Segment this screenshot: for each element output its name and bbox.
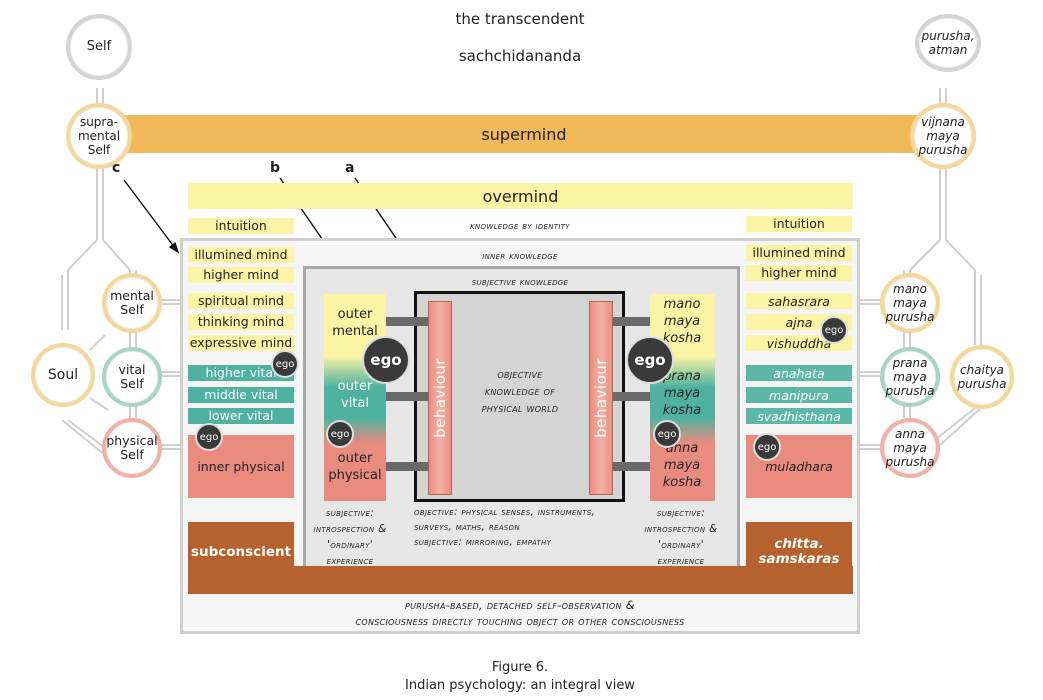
manipura-label: manipura	[746, 387, 852, 403]
behaviour-bar-right: behaviour	[589, 301, 613, 495]
purusha-atman-circle: purusha, atman	[915, 14, 981, 72]
higher-mind-right: higher mind	[746, 265, 852, 281]
overmind-bar: overmind	[188, 183, 853, 209]
behaviour-label-right: behaviour	[592, 358, 611, 438]
higher-vital-left: higher vital	[188, 365, 294, 381]
subjective-note-right: subjective: introspection & 'ordinary' e…	[644, 507, 718, 567]
illumined-mind-left: illumined mind	[188, 247, 294, 263]
ego-outer-mental: ego	[362, 336, 410, 384]
connector-vital-left	[386, 392, 430, 401]
sachchidananda-label: sachchidananda	[458, 47, 582, 65]
illumined-mind-right: illumined mind	[746, 245, 852, 261]
prana-maya-purusha-circle: prana maya purusha	[880, 347, 940, 407]
intuition-right: intuition	[746, 216, 852, 232]
objective-knowledge-label: objective knowledge of physical world	[481, 368, 559, 415]
physical-self-circle: physical Self	[102, 418, 162, 478]
physical-self-label: physical Self	[106, 433, 158, 462]
subconscient-label: subconscient	[190, 544, 292, 560]
subjective-knowledge-header: subjective knowledge	[471, 276, 569, 288]
subjective-note-left: subjective: introspection & 'ordinary' e…	[313, 507, 387, 567]
ego-kosha-vital: ego	[653, 420, 681, 448]
anna-maya-purusha-label: anna maya purusha	[885, 427, 935, 469]
soul-circle: Soul	[31, 343, 95, 407]
ego-ajna: ego	[820, 316, 848, 344]
lower-vital-left: lower vital	[188, 408, 294, 424]
ego-inner-physical: ego	[195, 423, 223, 451]
connector-physical-right	[610, 462, 650, 471]
connector-physical-left	[386, 462, 430, 471]
supermind-bar: supermind	[104, 115, 944, 153]
connector-mental-right	[610, 317, 650, 326]
sahasrara-label: sahasrara	[746, 293, 852, 309]
connector-vital-right	[610, 392, 650, 401]
mano-maya-kosha-label: mano maya kosha	[662, 297, 702, 346]
outer-physical-label: outer physical	[328, 451, 382, 483]
mirroring-note: subjective: mirroring, empathy	[414, 536, 552, 548]
letter-c: c	[112, 160, 121, 176]
expressive-mind-left: expressive mind	[188, 335, 294, 351]
soul-label: Soul	[47, 367, 79, 383]
letter-a: a	[345, 160, 355, 176]
connector-mental-left	[386, 317, 430, 326]
prana-maya-purusha-label: prana maya purusha	[885, 356, 935, 398]
self-circle: Self	[66, 14, 132, 80]
middle-vital-left: middle vital	[188, 387, 294, 403]
vital-self-circle: vital Self	[102, 347, 162, 407]
transcendent-label: the transcendent	[455, 10, 585, 28]
supramental-self-label: supra-mental Self	[77, 115, 121, 157]
purusha-atman-label: purusha, atman	[921, 29, 975, 57]
inner-knowledge-header: inner knowledge	[482, 250, 558, 262]
anna-maya-purusha-circle: anna maya purusha	[880, 418, 940, 478]
vital-self-label: vital Self	[118, 362, 146, 391]
ego-outer-vital: ego	[326, 420, 354, 448]
mental-self-label: mental Self	[110, 288, 154, 317]
figure-title: Indian psychology: an integral view	[405, 678, 635, 693]
anahata-label: anahata	[746, 365, 852, 381]
higher-mind-left: higher mind	[188, 267, 294, 283]
chaitya-purusha-label: chaitya purusha	[957, 363, 1007, 391]
bottom-note-1: purusha-based, detached self-observation…	[404, 598, 636, 612]
figure-number: Figure 6.	[491, 660, 549, 675]
supermind-label: supermind	[481, 124, 567, 144]
objective-note: objective: physical senses, instruments,…	[414, 506, 596, 533]
mental-self-circle: mental Self	[102, 273, 162, 333]
anna-maya-kosha-label: anna maya kosha	[662, 441, 702, 490]
spiritual-mind-left: spiritual mind	[188, 293, 294, 309]
intuition-left: intuition	[188, 218, 294, 234]
kosha-column	[650, 294, 715, 501]
vijnana-circle: vijnana maya purusha	[910, 103, 976, 169]
outer-mental-label: outer mental	[332, 307, 378, 339]
chaitya-purusha-circle: chaitya purusha	[950, 345, 1014, 409]
inner-physical-block: inner physical	[188, 435, 294, 498]
muladhara-label: muladhara	[765, 459, 833, 474]
knowledge-by-identity-header: knowledge by identity	[470, 220, 570, 232]
ego-muladhara: ego	[753, 433, 781, 461]
subconscient-block: subconscient	[188, 522, 294, 582]
behaviour-bar-left: behaviour	[428, 301, 452, 495]
outer-vital-label: outer vital	[337, 379, 373, 411]
thinking-mind-left: thinking mind	[188, 314, 294, 330]
behaviour-label-left: behaviour	[431, 358, 450, 438]
overmind-label: overmind	[482, 186, 559, 206]
outer-column	[324, 294, 386, 501]
chitta-block: chitta. samskaras	[746, 522, 852, 582]
subconscient-band	[188, 566, 853, 594]
mano-maya-purusha-label: mano maya purusha	[885, 282, 935, 324]
mano-maya-purusha-circle: mano maya purusha	[880, 273, 940, 333]
vijnana-label: vijnana maya purusha	[918, 115, 968, 157]
ego-kosha-mental: ego	[626, 336, 674, 384]
chitta-label: chitta. samskaras	[758, 536, 840, 567]
ego-higher-vital: ego	[271, 350, 299, 378]
prana-maya-kosha-label: prana maya kosha	[662, 369, 702, 418]
self-label: Self	[86, 39, 112, 54]
letter-b: b	[270, 160, 281, 176]
svadhisthana-label: svadhisthana	[746, 408, 852, 424]
supramental-self-circle: supra-mental Self	[66, 103, 132, 169]
inner-physical-label: inner physical	[197, 459, 285, 474]
bottom-note-2: consciousness directly touching object o…	[355, 614, 685, 628]
